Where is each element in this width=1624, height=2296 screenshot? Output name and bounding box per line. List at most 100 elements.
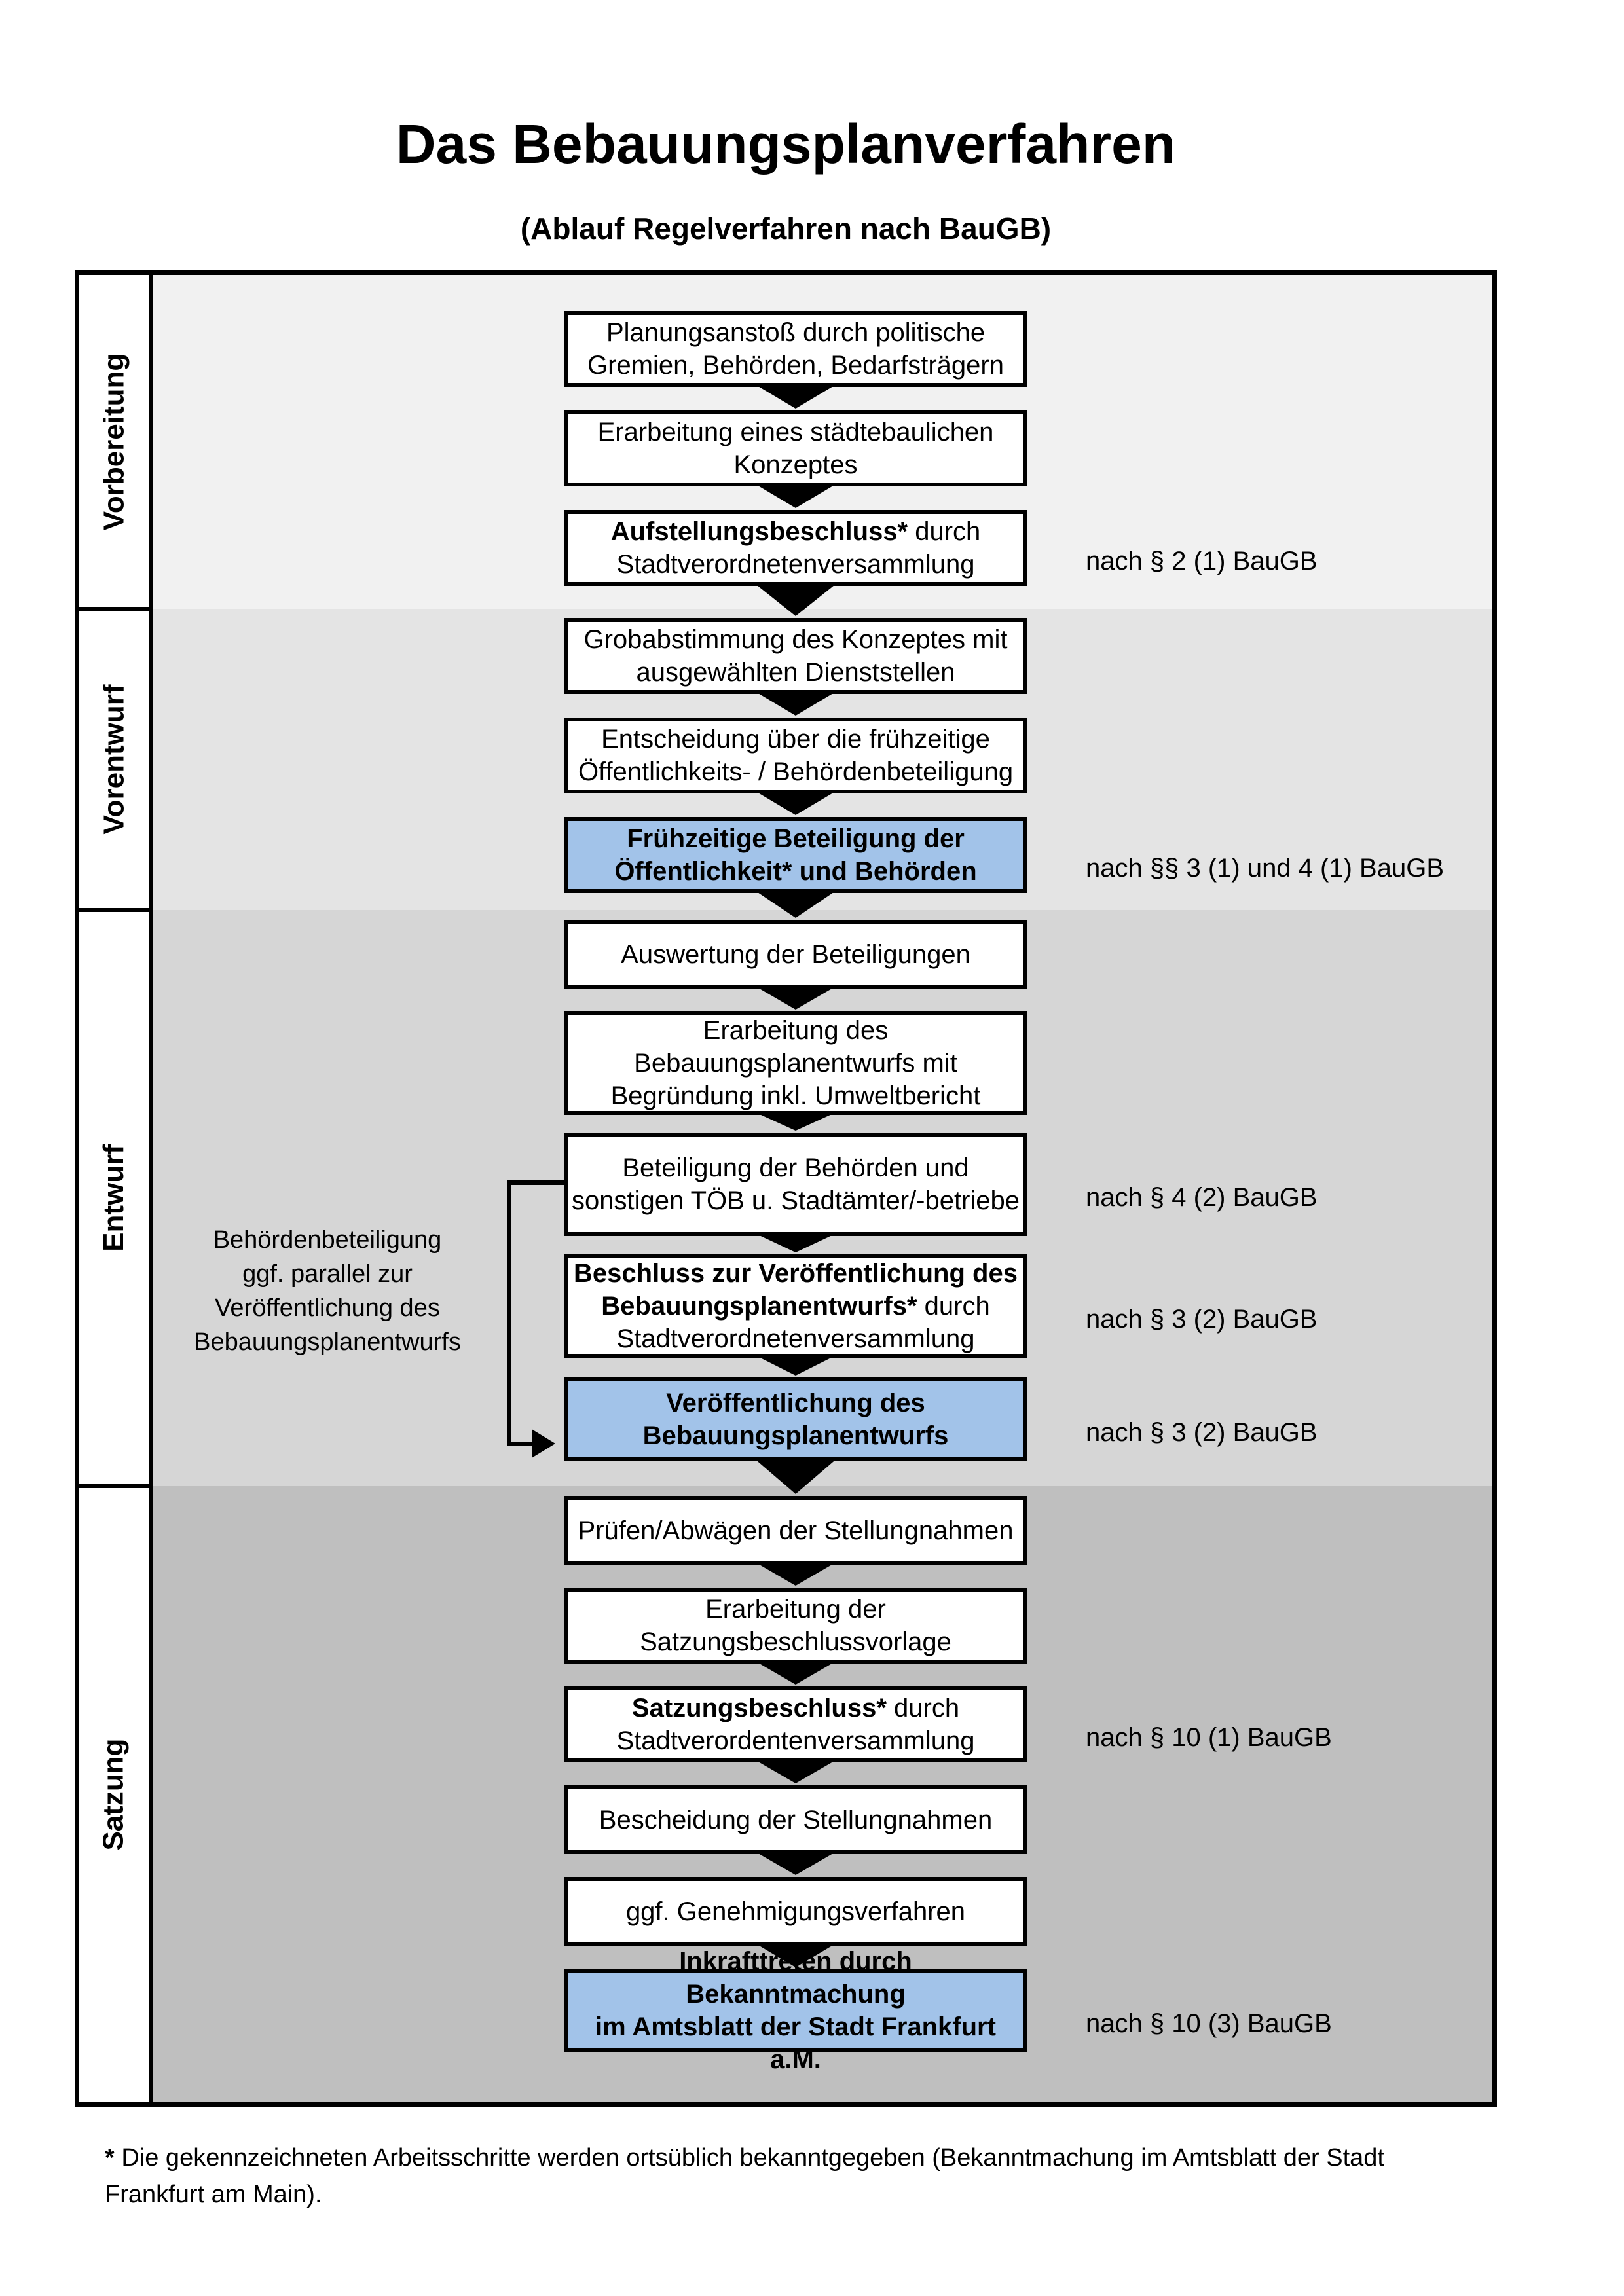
flow-box-line: Konzeptes xyxy=(733,448,857,481)
flow-box-text: Beschluss zur Veröffentlichung des xyxy=(574,1259,1018,1288)
flow-arrow-down-icon xyxy=(754,691,838,716)
law-reference-behoerdenbeteiligung: nach § 4 (2) BauGB xyxy=(1086,1183,1318,1212)
flow-box-text: Satzungsbeschlussvorlage xyxy=(640,1628,951,1656)
flow-box-text: Entscheidung über die frühzeitige xyxy=(601,725,990,754)
flow-box-line: Inkrafttreten durch Bekanntmachung xyxy=(568,1945,1023,2011)
flow-box-line: Frühzeitige Beteiligung der xyxy=(627,822,965,855)
flow-box-text: Satzungsbeschluss* xyxy=(631,1694,887,1722)
flow-box-text: Bebauungsplanentwurfs xyxy=(642,1421,949,1450)
side-note-line: Veröffentlichung des xyxy=(215,1294,440,1322)
side-note-line: ggf. parallel zur xyxy=(242,1260,413,1288)
flow-box-line: Auswertung der Beteiligungen xyxy=(621,938,970,971)
flow-box-line: Erarbeitung der xyxy=(705,1593,886,1626)
flow-arrow-down-icon xyxy=(754,1561,838,1586)
flow-box-line: Beschluss zur Veröffentlichung des xyxy=(574,1257,1018,1290)
phase-column xyxy=(79,275,153,2102)
footnote: * Die gekennzeichneten Arbeitsschritte w… xyxy=(105,2140,1552,2213)
flow-box-text: Inkrafttreten xyxy=(679,1947,832,1976)
parallel-connector-line xyxy=(507,1442,533,1446)
flow-arrow-down-icon xyxy=(754,1851,838,1875)
flow-box-line: Bebauungsplanentwurfs xyxy=(643,1419,949,1452)
law-reference-inkrafttreten: nach § 10 (3) BauGB xyxy=(1086,2009,1332,2038)
flow-box-text: Erarbeitung der xyxy=(705,1595,886,1624)
flow-box-line: Begründung inkl. Umweltbericht xyxy=(611,1080,981,1112)
flow-box-line: Satzungsbeschlussvorlage xyxy=(640,1626,951,1658)
flow-box-text: Erarbeitung eines städtebaulichen xyxy=(597,418,994,446)
flow-box-text: Stadtverordnetenversammlung xyxy=(616,1324,975,1353)
flow-box-line: Öffentlichkeits- / Behördenbeteiligung xyxy=(578,756,1013,788)
flow-box-text: Auswertung der Beteiligungen xyxy=(621,939,970,969)
flow-box-line: Bebauungsplanentwurfs mit xyxy=(634,1047,957,1080)
flow-box-line: Beteiligung der Behörden und xyxy=(622,1152,969,1184)
flow-box-bescheidung-stellungnahmen: Bescheidung der Stellungnahmen xyxy=(564,1785,1027,1854)
flow-box-text: Öffentlichkeit* und Behörden xyxy=(614,857,977,886)
flow-box-line: Stadtverordnetenversammlung xyxy=(617,548,975,581)
law-reference-veroeffentlichungsbeschluss: nach § 3 (2) BauGB xyxy=(1086,1305,1318,1334)
flow-box-text: Stadtverordnetenversammlung xyxy=(616,550,975,579)
page-subtitle: (Ablauf Regelverfahren nach BauGB) xyxy=(520,211,1052,246)
flow-box-text: Bebauungsplanentwurfs* xyxy=(601,1292,917,1321)
flow-box-line: Prüfen/Abwägen der Stellungnahmen xyxy=(578,1514,1014,1547)
flow-arrow-down-icon xyxy=(754,985,838,1010)
flow-box-text: durch xyxy=(886,1694,960,1722)
flow-box-text: Aufstellungsbeschluss* xyxy=(610,517,908,546)
diagram-frame xyxy=(75,270,1497,2107)
flow-box-text: Bescheidung der Stellungnahmen xyxy=(599,1805,993,1834)
flow-box-text: Erarbeitung des xyxy=(703,1016,889,1045)
law-reference-fruehzeitige-beteiligung: nach §§ 3 (1) und 4 (1) BauGB xyxy=(1086,854,1444,883)
flow-arrow-down-icon xyxy=(754,1660,838,1685)
flow-box-line: Satzungsbeschluss* durch xyxy=(632,1692,959,1724)
flow-box-line: Entscheidung über die frühzeitige xyxy=(601,723,990,756)
footnote-marker: * xyxy=(105,2144,115,2172)
law-reference-aufstellungsbeschluss: nach § 2 (1) BauGB xyxy=(1086,547,1318,575)
flow-box-line: ausgewählten Dienststellen xyxy=(637,656,955,689)
law-reference-veroeffentlichung-entwurf: nach § 3 (2) BauGB xyxy=(1086,1418,1318,1447)
flow-arrow-down-icon xyxy=(754,1355,838,1376)
footnote-line: Die gekennzeichneten Arbeitsschritte wer… xyxy=(121,2144,1384,2172)
page-title: Das Bebauungsplanverfahren xyxy=(396,113,1176,175)
flow-box-text: Stadtverordentenversammlung xyxy=(616,1726,975,1755)
parallel-connector-line xyxy=(507,1180,564,1185)
flow-box-line: Planungsanstoß durch politische xyxy=(606,316,985,349)
flow-box-line: Gremien, Behörden, Bedarfsträgern xyxy=(587,349,1004,382)
flow-box-text: Gremien, Behörden, Bedarfsträgern xyxy=(587,351,1004,380)
flow-box-text: Planungsanstoß durch politische xyxy=(606,318,986,347)
flow-box-line: Bescheidung der Stellungnahmen xyxy=(599,1804,992,1836)
flow-arrow-down-icon xyxy=(754,790,838,815)
flow-box-line: Stadtverordnetenversammlung xyxy=(617,1322,975,1355)
flow-arrow-down-icon xyxy=(754,483,838,508)
flow-arrow-down-icon xyxy=(754,890,838,918)
flow-box-line: ggf. Genehmigungsverfahren xyxy=(626,1895,965,1928)
flow-box-line: im Amtsblatt der Stadt Frankfurt a.M. xyxy=(568,2011,1023,2076)
flow-box-line: Bebauungsplanentwurfs* durch xyxy=(601,1290,989,1322)
phase-divider xyxy=(79,908,153,912)
flow-box-text: Frühzeitige Beteiligung der xyxy=(627,824,965,853)
flow-box-text: Begründung inkl. Umweltbericht xyxy=(610,1082,981,1110)
flow-box-line: Veröffentlichung des xyxy=(666,1387,925,1419)
flow-arrow-down-icon xyxy=(754,1942,838,1967)
flow-arrow-down-icon xyxy=(754,1759,838,1783)
side-note-line: Behördenbeteiligung xyxy=(213,1226,442,1254)
flow-box-text: durch xyxy=(917,1292,990,1321)
flow-box-text: Öffentlichkeits- / Behördenbeteiligung xyxy=(578,757,1014,786)
side-note-line: Bebauungsplanentwurfs xyxy=(194,1328,461,1356)
flow-box-line: Öffentlichkeit* und Behörden xyxy=(614,855,976,888)
flow-box-text: sonstigen TÖB u. Stadtämter/-betriebe xyxy=(571,1186,1020,1215)
law-reference-satzungsbeschluss: nach § 10 (1) BauGB xyxy=(1086,1723,1332,1752)
flow-box-text: Bebauungsplanentwurfs mit xyxy=(634,1049,957,1078)
flow-box-text: durch xyxy=(908,517,981,546)
